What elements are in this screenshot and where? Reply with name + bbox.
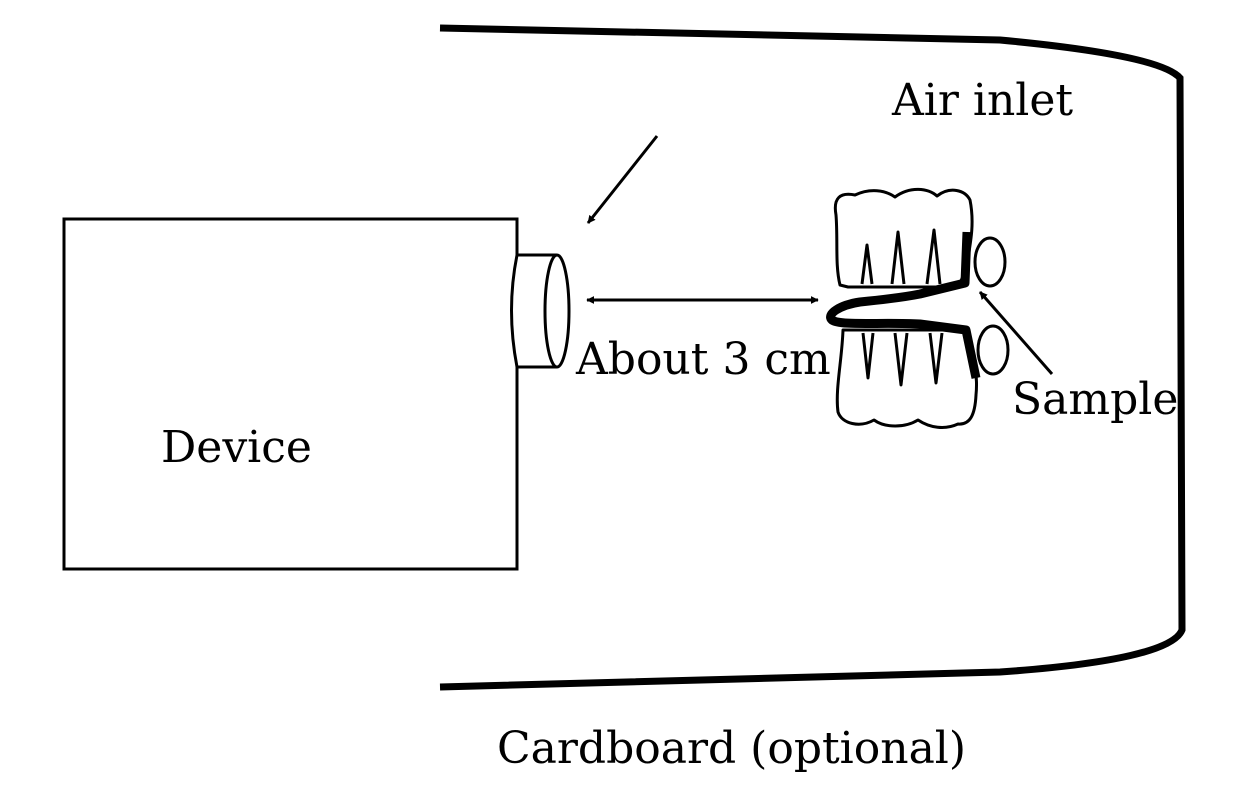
cardboard-outline <box>439 24 1186 691</box>
cardboard-label: Cardboard (optional) <box>497 723 966 774</box>
device-label: Device <box>161 422 312 473</box>
sample-strip <box>826 231 981 379</box>
air-inlet-pointer-arrow <box>586 135 659 224</box>
teeth-sample <box>833 187 1010 429</box>
air-inlet-nozzle <box>510 253 571 369</box>
air-inlet-label: Air inlet <box>891 75 1073 126</box>
sample-pointer-arrow <box>978 291 1054 375</box>
distance-label: About 3 cm <box>575 334 831 385</box>
sample-label: Sample <box>1012 374 1178 425</box>
device-box <box>62 217 519 571</box>
